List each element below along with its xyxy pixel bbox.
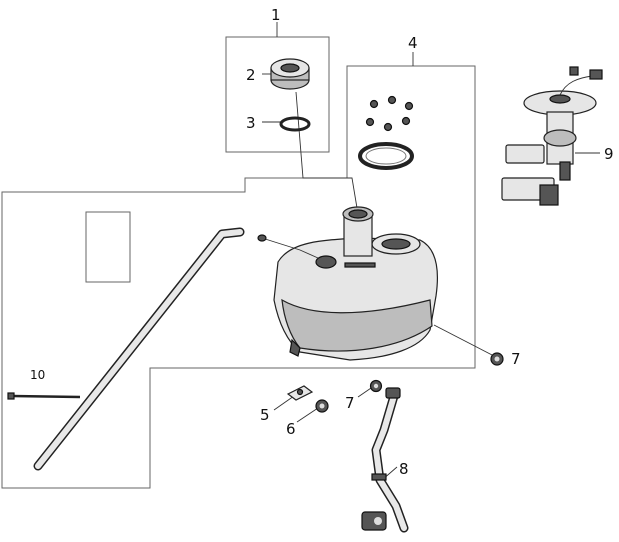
cap-gasket-icon: [279, 116, 311, 132]
nut-icon-b: [369, 379, 383, 393]
callout-8: 8: [399, 460, 409, 478]
fuel-cap-icon: [270, 58, 310, 90]
leader-cap-to-neck: [295, 91, 358, 209]
callout-2: 2: [246, 66, 256, 84]
clip-nut-icon: [315, 399, 329, 413]
callout-3: 3: [246, 114, 256, 132]
nut-icon-a: [490, 352, 504, 366]
cap-group-frame: [225, 36, 330, 153]
tank-group-frame: [1, 65, 476, 489]
fuel-hose-icon: [361, 387, 409, 533]
fuel-tank-icon: [257, 206, 439, 361]
callout-7a: 7: [511, 350, 521, 368]
vent-hose-icon: [33, 227, 245, 471]
clamp-bracket-icon: [286, 385, 314, 401]
callout-5: 5: [260, 406, 270, 424]
callout-1: 1: [271, 6, 281, 24]
callout-10: 10: [30, 368, 45, 382]
callout-9: 9: [604, 145, 614, 163]
callout-7b: 7: [345, 394, 355, 412]
leader-7a: [433, 324, 495, 357]
leader-5: [273, 395, 295, 411]
cable-tie-icon: [7, 392, 81, 400]
callout-6: 6: [286, 420, 296, 438]
retaining-ring-icon: [358, 142, 414, 170]
pump-bolts-icon: [365, 95, 414, 132]
label-plate: [85, 211, 131, 283]
callout-4: 4: [408, 34, 418, 52]
leader-6: [296, 407, 319, 423]
fuel-pump-icon: [501, 66, 603, 206]
